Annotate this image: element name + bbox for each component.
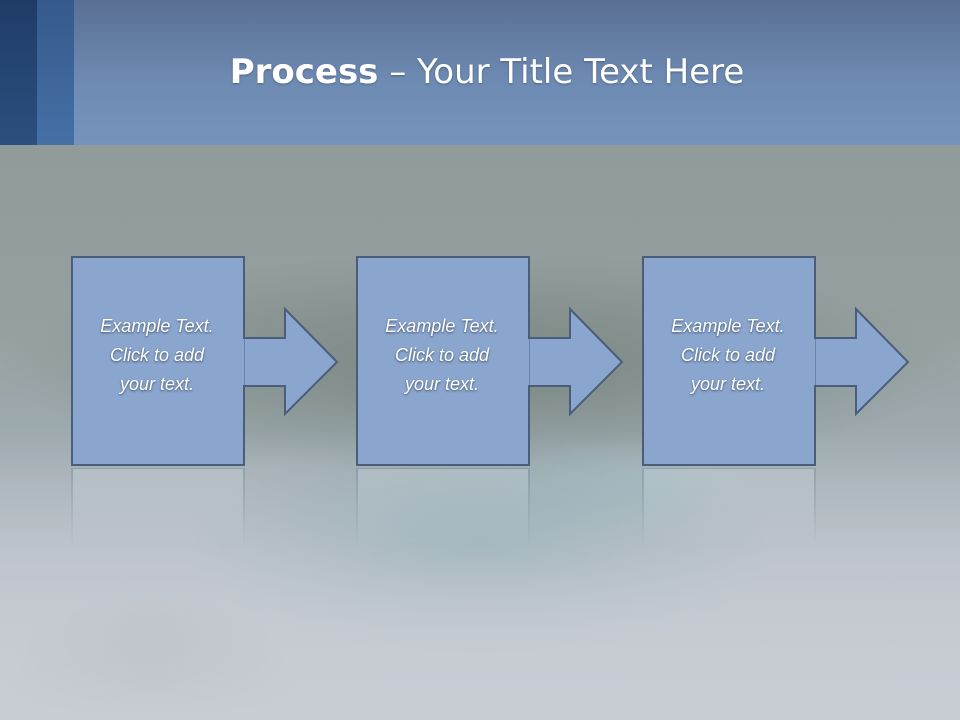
process-step-1-text[interactable]: Example Text. Click to add your text.	[71, 312, 243, 399]
process-step-2-reflection	[356, 467, 632, 549]
process-step-3[interactable]: Example Text. Click to add your text.	[642, 256, 918, 468]
process-step-1-reflection	[71, 467, 347, 549]
process-step-2-text[interactable]: Example Text. Click to add your text.	[356, 312, 528, 399]
slide-title[interactable]: Process – Your Title Text Here	[74, 52, 900, 92]
process-step-2[interactable]: Example Text. Click to add your text.	[356, 256, 632, 468]
process-arrow-box-3	[642, 256, 910, 466]
step-line-1: Example Text.	[385, 316, 499, 336]
step-line-3: your text.	[119, 374, 195, 394]
process-step-1[interactable]: Example Text. Click to add your text.	[71, 256, 347, 468]
step-line-1: Example Text.	[671, 316, 785, 336]
header-stripe-mid	[37, 0, 74, 145]
title-header-band	[0, 0, 960, 145]
step-line-3: your text.	[404, 374, 480, 394]
step-line-2: Click to add	[680, 345, 776, 365]
process-step-3-reflection	[642, 467, 918, 549]
header-stripe-dark	[0, 0, 37, 145]
slide-title-rest: – Your Title Text Here	[378, 52, 745, 92]
step-line-1: Example Text.	[100, 316, 214, 336]
step-line-3: your text.	[690, 374, 766, 394]
process-step-3-text[interactable]: Example Text. Click to add your text.	[642, 312, 814, 399]
step-line-2: Click to add	[109, 345, 205, 365]
process-arrow-box-1	[71, 256, 339, 466]
slide-title-bold: Process	[229, 52, 379, 92]
process-arrow-box-2	[356, 256, 624, 466]
step-line-2: Click to add	[394, 345, 490, 365]
